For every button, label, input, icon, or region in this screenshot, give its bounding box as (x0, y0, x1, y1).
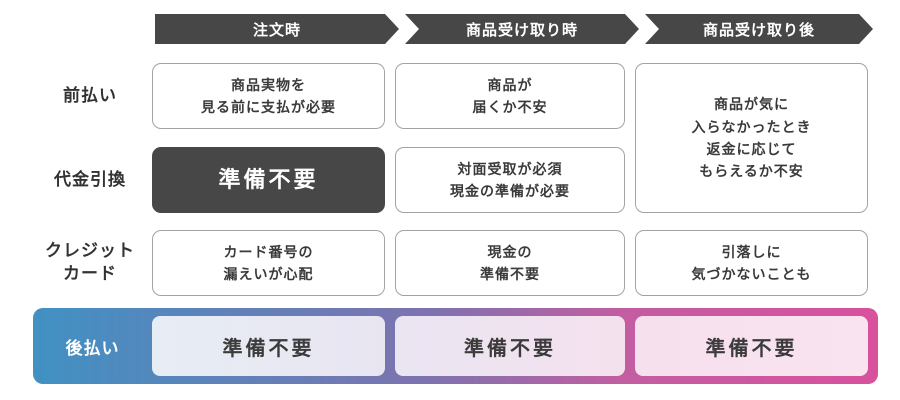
timeline-phase-receipt-time: 商品受け取り時 (405, 14, 639, 44)
row-label-credit-card: クレジット カード (28, 230, 152, 296)
timeline-phase-order-time: 注文時 (155, 14, 399, 44)
cell-text: 商品実物を 見る前に支払が必要 (201, 76, 336, 115)
cell-text: 準備不要 (218, 167, 319, 193)
cell-prepayment-receipt-time: 商品が 届くか不安 (395, 63, 625, 129)
cell-deferred-order-time: 準備不要 (152, 316, 385, 376)
cell-credit-receipt-time: 現金の 準備不要 (395, 230, 625, 296)
cell-text: 商品が 届くか不安 (472, 76, 548, 115)
row-label-text: クレジット カード (45, 241, 135, 283)
cell-text: カード番号の 漏えいが心配 (223, 243, 314, 282)
cell-cod-receipt-time: 対面受取が必須 現金の準備が必要 (395, 147, 625, 213)
timeline-phase-after-receipt: 商品受け取り後 (645, 14, 873, 44)
row-label-deferred-payment: 後払い (33, 308, 152, 384)
cell-text: 対面受取が必須 現金の準備が必要 (450, 160, 570, 199)
cell-credit-after-receipt: 引落しに 気づかないことも (635, 230, 868, 296)
cell-cod-order-time-highlight: 準備不要 (152, 147, 385, 213)
row-label-text: 代金引換 (54, 169, 126, 189)
cell-text: 準備不要 (464, 337, 556, 360)
timeline-phase-label: 商品受け取り後 (702, 21, 815, 39)
cell-credit-order-time: カード番号の 漏えいが心配 (152, 230, 385, 296)
cell-prepayment-order-time: 商品実物を 見る前に支払が必要 (152, 63, 385, 129)
timeline-phase-label: 商品受け取り時 (465, 21, 578, 39)
row-label-prepayment: 前払い (28, 63, 152, 129)
cell-text: 引落しに 気づかないことも (691, 243, 812, 282)
cell-text: 準備不要 (222, 337, 315, 360)
cell-text: 現金の 準備不要 (480, 243, 540, 282)
timeline-phase-label: 注文時 (252, 21, 301, 39)
row-label-text: 後払い (65, 338, 120, 358)
row-label-text: 前払い (63, 85, 117, 105)
cell-deferred-after-receipt: 準備不要 (635, 316, 868, 376)
cell-text: 商品が気に 入らなかったとき 返金に応じて もらえるか不安 (691, 96, 812, 180)
cell-after-receipt-merged: 商品が気に 入らなかったとき 返金に応じて もらえるか不安 (635, 63, 868, 213)
cell-deferred-receipt-time: 準備不要 (395, 316, 625, 376)
cell-text: 準備不要 (705, 337, 798, 360)
timeline-header: 注文時 商品受け取り時 商品受け取り後 (155, 14, 873, 44)
row-label-cash-on-delivery: 代金引換 (28, 147, 152, 213)
